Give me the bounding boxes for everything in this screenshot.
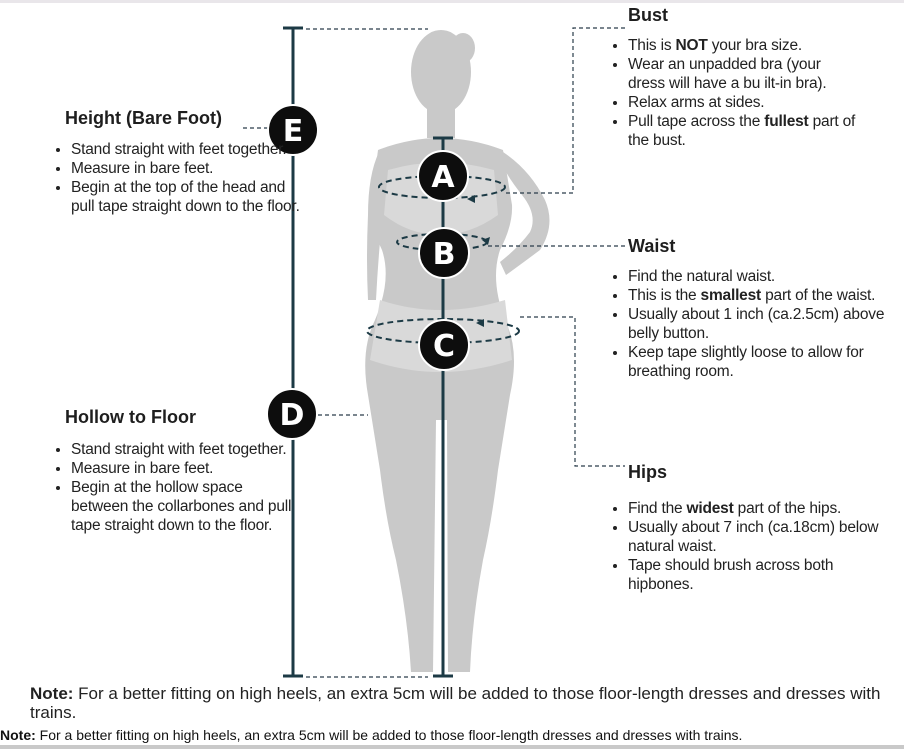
fitting-note: Note: For a better fitting on high heels… xyxy=(30,684,890,722)
height-bullet-3: Begin at the top of the head and pull ta… xyxy=(71,178,303,216)
height-bullet-1: Stand straight with feet together. xyxy=(71,140,303,159)
bust-bullet-1: This is NOT your bra size. xyxy=(628,36,858,55)
height-bullet-2: Measure in bare feet. xyxy=(71,159,303,178)
hollow-bullet-2: Measure in bare feet. xyxy=(71,459,303,478)
hollow-title: Hollow to Floor xyxy=(65,407,196,427)
body-silhouette xyxy=(365,30,550,672)
marker-b: B xyxy=(418,227,470,279)
waist-bullet-1: Find the natural waist. xyxy=(628,267,888,286)
waist-bullets: Find the natural waist. This is the smal… xyxy=(612,267,888,381)
marker-a-label: A xyxy=(431,160,455,195)
bust-bullet-4: Pull tape across the fullest part of the… xyxy=(628,112,858,150)
tape-arrows xyxy=(467,195,490,327)
hollow-bullet-3: Begin at the hollow space between the co… xyxy=(71,478,303,535)
bust-bullet-2: Wear an unpadded bra (your dress will ha… xyxy=(628,55,858,93)
height-title: Height (Bare Foot) xyxy=(65,108,222,128)
marker-c: C xyxy=(418,319,470,371)
marker-e-label: E xyxy=(283,114,304,149)
waist-title: Waist xyxy=(628,236,676,256)
marker-b-label: B xyxy=(433,237,456,272)
height-bullets: Stand straight with feet together. Measu… xyxy=(55,140,303,216)
waist-bullet-3: Usually about 1 inch (ca.2.5cm) above be… xyxy=(628,305,888,343)
leader-lines xyxy=(243,27,625,678)
hips-title: Hips xyxy=(628,462,668,482)
hips-bullet-3: Tape should brush across both hipbones. xyxy=(628,556,890,594)
hollow-bullet-1: Stand straight with feet together. xyxy=(71,440,303,459)
marker-d-label: D xyxy=(280,398,305,433)
fitting-note-caption-label: Note: xyxy=(0,727,36,743)
fitting-note-caption: Note: For a better fitting on high heels… xyxy=(0,727,904,743)
bottom-border xyxy=(0,745,904,749)
fitting-note-label: Note: xyxy=(30,684,74,703)
bust-bullets: This is NOT your bra size. Wear an unpad… xyxy=(612,36,858,150)
hips-bullet-2: Usually about 7 inch (ca.18cm) below nat… xyxy=(628,518,890,556)
marker-a: A xyxy=(417,150,469,202)
marker-d: D xyxy=(266,388,318,440)
fitting-note-text: For a better fitting on high heels, an e… xyxy=(30,684,881,722)
bust-title: Bust xyxy=(628,5,668,25)
bust-bullet-3: Relax arms at sides. xyxy=(628,93,858,112)
marker-e: E xyxy=(267,104,319,156)
fitting-note-caption-text: For a better fitting on high heels, an e… xyxy=(35,727,743,743)
waist-bullet-2: This is the smallest part of the waist. xyxy=(628,286,888,305)
hips-bullet-1: Find the widest part of the hips. xyxy=(628,499,890,518)
marker-c-label: C xyxy=(433,329,455,364)
hips-bullets: Find the widest part of the hips. Usuall… xyxy=(612,499,890,594)
top-image-strip xyxy=(0,0,904,3)
hollow-bullets: Stand straight with feet together. Measu… xyxy=(55,440,303,535)
waist-bullet-4: Keep tape slightly loose to allow for br… xyxy=(628,343,888,381)
